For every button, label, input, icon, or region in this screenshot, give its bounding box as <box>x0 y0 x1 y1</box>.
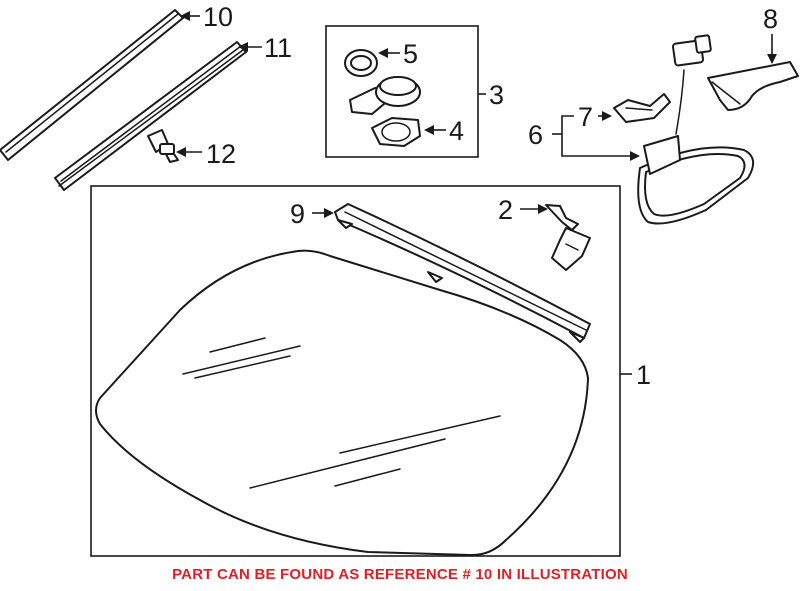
callout-6: 6 <box>528 120 543 150</box>
callout-8: 8 <box>763 4 778 34</box>
callout-2: 2 <box>498 195 513 225</box>
callout-5: 5 <box>403 39 418 69</box>
callout-11: 11 <box>264 33 292 63</box>
rearview-mirror-6 <box>637 69 755 225</box>
callout-1: 1 <box>636 360 651 390</box>
reference-note: PART CAN BE FOUND AS REFERENCE # 10 IN I… <box>172 566 628 583</box>
molding-strip-11 <box>54 41 247 191</box>
molding-strip-10 <box>0 9 184 161</box>
callout-12: 12 <box>206 139 236 169</box>
windshield-box <box>90 185 621 557</box>
rain-sensor <box>349 76 421 115</box>
windshield-1 <box>95 249 589 557</box>
callout-10: 10 <box>203 2 233 32</box>
grommet-5 <box>344 49 378 77</box>
bracket-2 <box>545 204 591 271</box>
sensor-group-box <box>325 25 479 158</box>
mirror-clip-7 <box>613 93 671 123</box>
callout-4: 4 <box>449 116 464 146</box>
clip-12 <box>147 129 179 163</box>
leaders <box>176 11 777 375</box>
upper-molding-9 <box>334 203 591 343</box>
callout-9: 9 <box>290 199 305 229</box>
callout-3: 3 <box>489 80 504 110</box>
gel-pad-4 <box>371 117 421 147</box>
mirror-cover-8 <box>707 61 799 111</box>
callout-7: 7 <box>578 102 593 132</box>
mirror-wire-connector <box>671 34 712 67</box>
